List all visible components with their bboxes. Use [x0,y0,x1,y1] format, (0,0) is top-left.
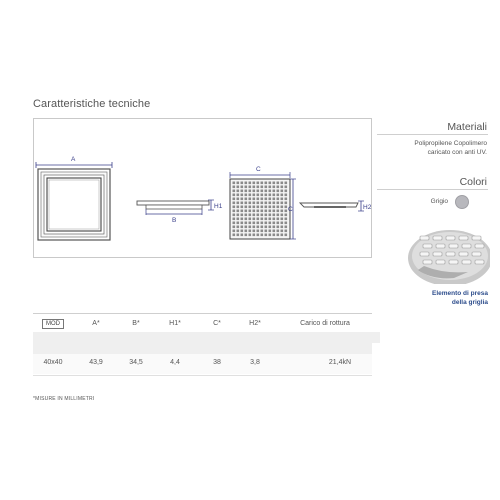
dim-label-h2: H2 [363,204,372,211]
section-title: Caratteristiche tecniche [33,98,151,110]
cell-h1: 4,4 [170,359,180,366]
technical-drawing: A B H1 C [35,156,372,241]
materials-line-2: caricato con anti UV. [427,149,487,156]
materials-line-1: Polipropilene Copolimero [414,140,487,147]
header-h2: H2* [249,320,261,327]
cell-b: 34,5 [129,359,143,366]
dim-label-a: A [71,156,76,163]
grate-side-view: H2 [298,200,372,212]
header-breaking-load: Carico di rottura [300,320,350,327]
header-b: B* [132,320,140,327]
cell-breaking-load: 21,4kN [328,359,352,366]
dim-label-b: B [172,217,176,224]
colors-title: Colori [459,176,487,188]
grip-caption-line-2: della griglia [451,299,488,306]
dim-label-h1: H1 [214,203,223,210]
grip-caption-line-1: Elemento di presa [432,290,488,297]
grate-top-view: C C [229,166,296,240]
header-a: A* [92,320,100,327]
table-bottom-rule [33,375,372,376]
dim-label-c-side: C [288,206,293,213]
cell-h2: 3,8 [250,359,260,366]
materials-title: Materiali [447,121,487,133]
header-c: C* [213,320,221,327]
header-mod: MOD [42,319,64,329]
frame-top-view: A [35,156,113,241]
header-h1: H1* [169,320,181,327]
header-band [33,332,372,354]
technical-drawing-panel: A B H1 C [33,118,372,258]
footnote: *MISURE IN MILLIMETRI [33,396,95,402]
divider [377,189,488,190]
color-name-grigio: Grigio [430,198,448,205]
cell-a: 43,9 [89,359,103,366]
cell-mod: 40x40 [43,359,63,366]
cell-c: 38 [213,359,221,366]
divider [377,134,488,135]
frame-side-view: B H1 [136,199,223,224]
band-stub [372,332,380,343]
grip-element-photo [404,222,492,286]
dim-label-c-top: C [256,166,261,173]
table-top-rule [33,313,372,314]
table-row: 40x40 43,9 34,5 4,4 38 3,8 21,4kN [33,354,372,374]
color-swatch-grigio [455,195,469,209]
